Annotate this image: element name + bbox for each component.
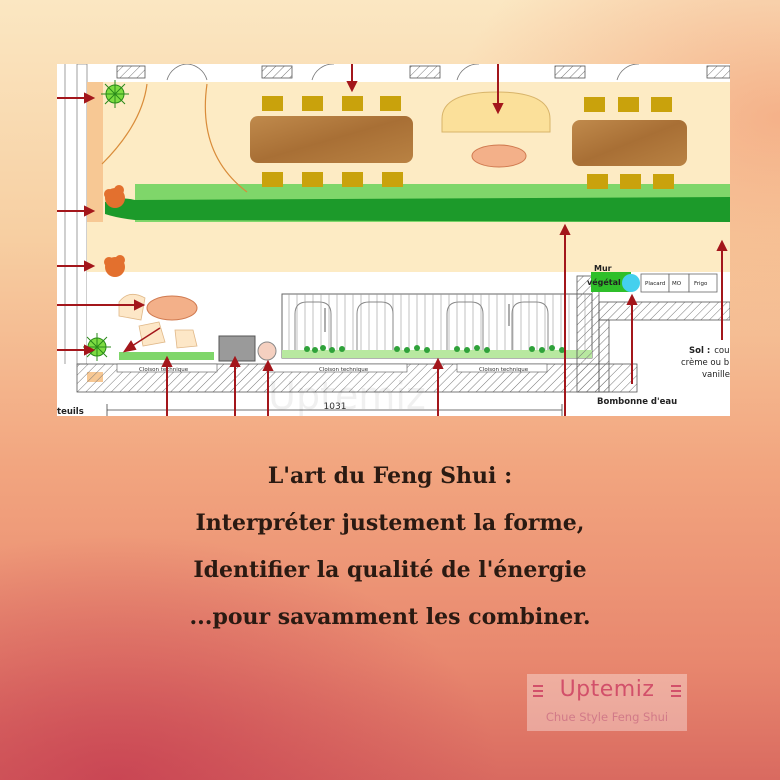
caption-line-4: ...pour savamment les combiner.	[189, 604, 591, 630]
logo-bars-left-icon	[533, 685, 543, 700]
cloison-label-1: Cloison technique	[139, 367, 189, 373]
plant-top-left	[101, 80, 129, 108]
logo-bars-right-icon	[671, 685, 681, 700]
floor-plan-image: Cloison technique Cloison technique Cloi…	[57, 64, 730, 416]
logo-name: Uptemiz	[559, 677, 655, 702]
dimension-label: 1031	[324, 402, 347, 412]
cloison-label-3: Cloison technique	[479, 367, 529, 373]
placard-label: Placard	[645, 281, 665, 287]
frigo-label: Frigo	[694, 281, 708, 287]
plant-bottom-left	[83, 333, 111, 361]
sol-label-line2: crème ou b	[681, 357, 729, 368]
caption-line-2: Interpréter justement la forme,	[195, 510, 585, 536]
cloison-label-2: Cloison technique	[319, 367, 369, 373]
logo-tagline: Chue Style Feng Shui	[545, 710, 669, 724]
watermark-text: Uptemiz	[268, 374, 426, 416]
caption-line-3: Identifier la qualité de l'énergie	[193, 557, 587, 583]
uptemiz-logo: Uptemiz Chue Style Feng Shui	[527, 674, 687, 731]
sol-label-line3: vanille	[702, 370, 730, 380]
energy-arrows	[57, 64, 728, 416]
bonbonne-label: Bombonne d'eau	[597, 397, 677, 407]
sol-label: Sol :coul	[689, 346, 730, 356]
fauteuils-label: teuils	[57, 407, 84, 416]
caption-line-1: L'art du Feng Shui :	[267, 463, 513, 489]
mo-label: MO	[672, 281, 682, 287]
mur-label-line2: végétal	[587, 277, 621, 287]
mur-label-line1: Mur	[594, 264, 612, 273]
